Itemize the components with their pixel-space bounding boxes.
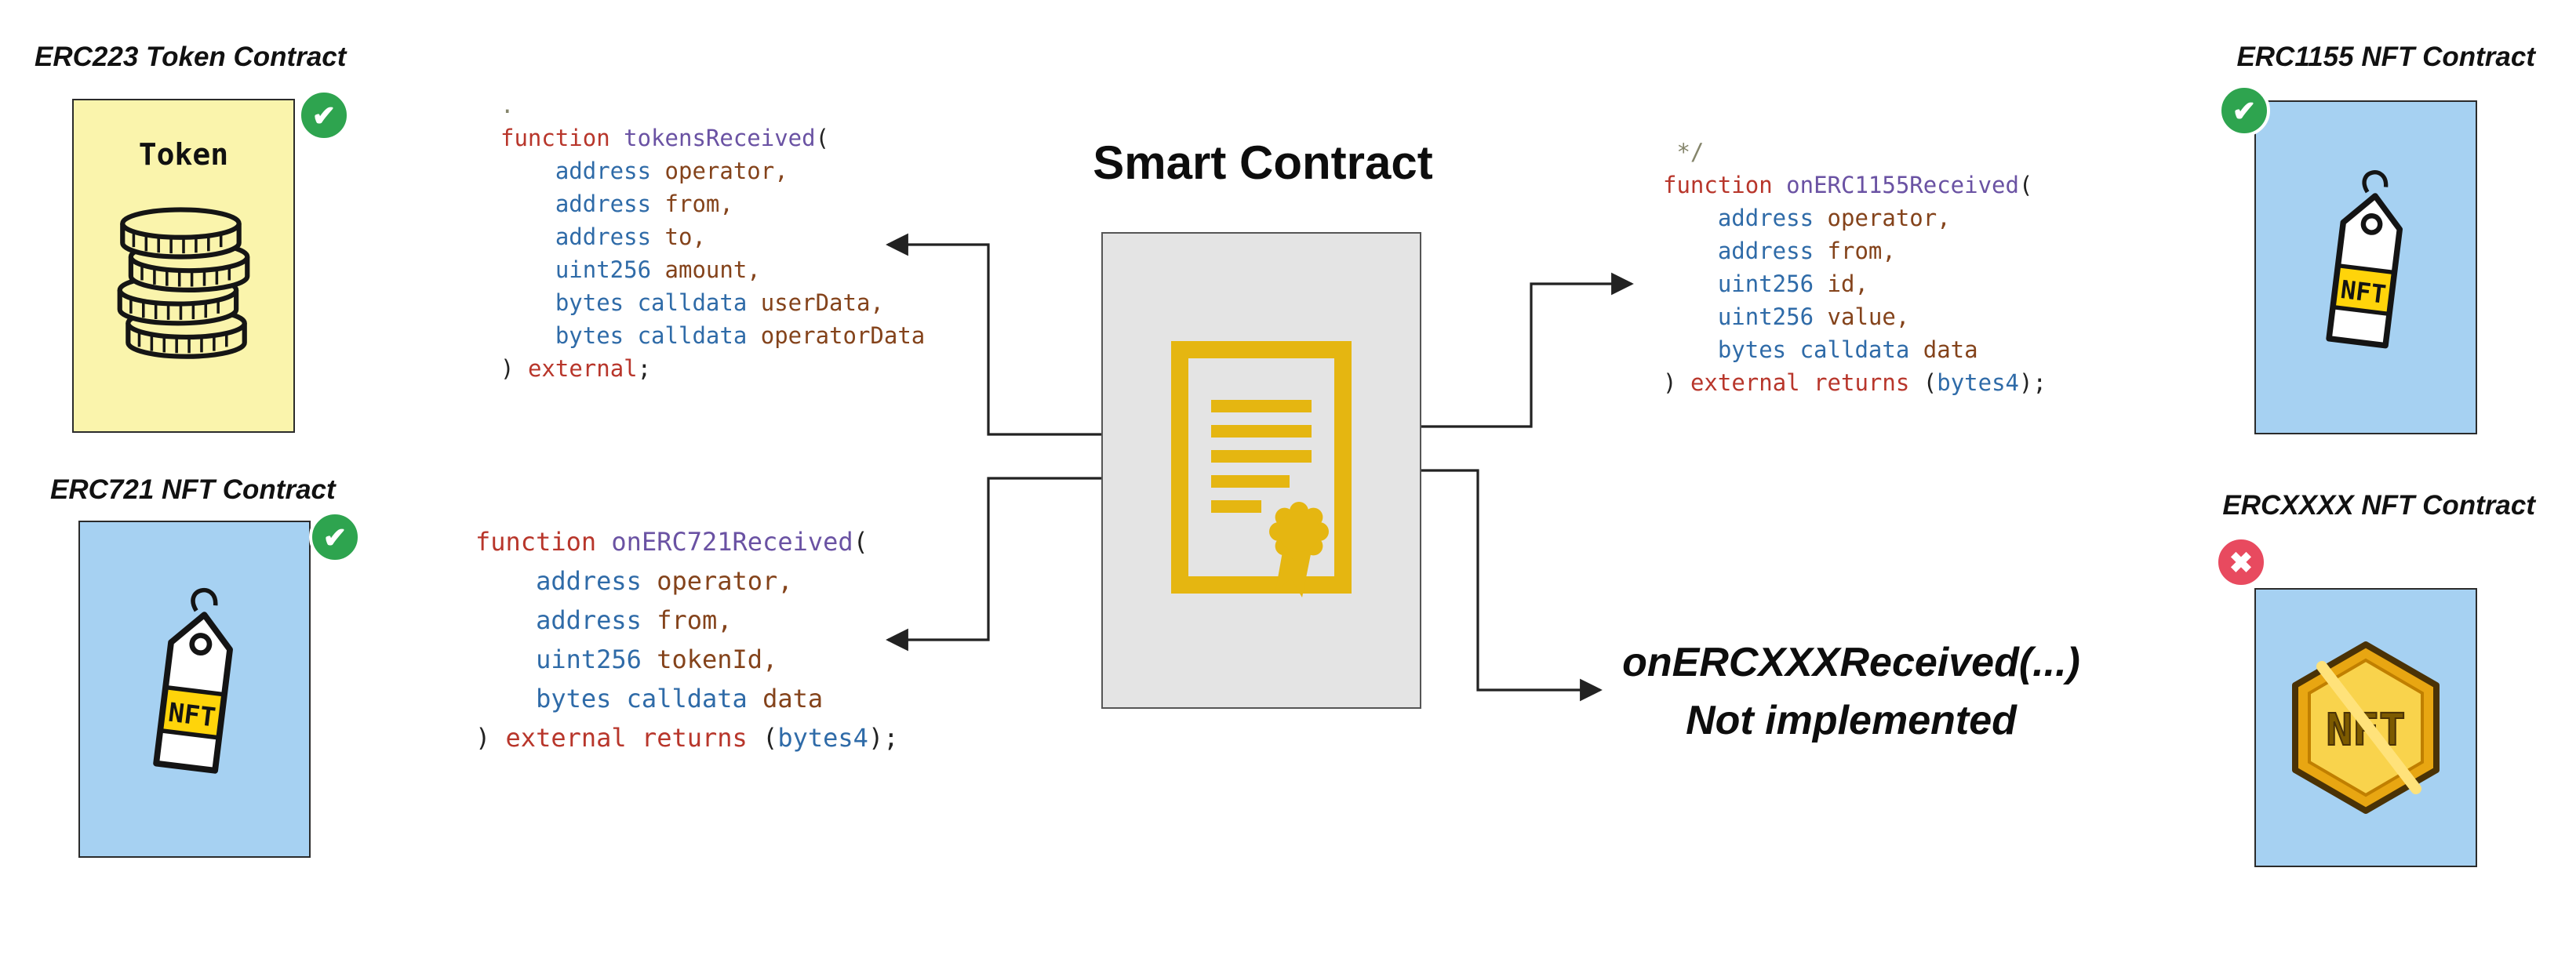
certificate-icon [1171,341,1352,597]
code-line: uint256 tokenId, [536,645,778,674]
arrow-to-erc1155-code [1421,272,1634,428]
arrow-to-erc721-code [886,477,1101,652]
code-line: address from, [536,605,733,635]
code-line: address operator, [536,566,793,596]
code-block-erc223: . function tokensReceived( address operat… [500,91,925,387]
code-line: */ [1663,141,1705,166]
code-line: ) external returns (bytes4); [1663,372,2047,397]
code-block-erc1155: */ function onERC1155Received( address op… [1663,138,2047,401]
card-erc223: Token [72,99,295,433]
code-line: bytes calldata data [1717,339,1978,364]
code-line: ) external returns (bytes4); [475,723,899,753]
code-line: . [500,94,515,119]
smart-contract-box [1101,232,1421,709]
code-line: ) external; [500,358,652,383]
code-line: address to, [555,226,706,251]
label-erc1155-contract: ERC1155 NFT Contract [2236,41,2535,72]
label-ercxxxx-contract: ERCXXXX NFT Contract [2222,489,2535,521]
certificate-seal [1269,502,1329,561]
code-line: function onERC721Received( [475,527,868,557]
erc721-check-icon: ✔ [309,511,361,563]
code-line: uint256 amount, [555,259,761,284]
code-line: address operator, [1717,207,1951,232]
card-ercxxxx: NFT [2254,588,2477,867]
not-implemented-line1: onERCXXXReceived(...) [1622,638,2080,685]
label-erc223-contract: ERC223 Token Contract [35,41,347,72]
card-erc721: NFT [78,521,311,858]
code-line: bytes calldata data [536,684,824,714]
code-line: address from, [555,193,733,218]
nft-shield-icon: NFT [2292,641,2440,814]
erc223-check-icon: ✔ [298,89,350,141]
code-line: address from, [1717,240,1896,265]
code-line: address operator, [555,160,788,185]
code-line: bytes calldata userData, [555,292,884,317]
diagram-title: Smart Contract [1093,138,1433,190]
code-line: function tokensReceived( [500,127,830,152]
label-erc721-contract: ERC721 NFT Contract [50,474,336,505]
code-line: function onERC1155Received( [1663,174,2033,199]
card-erc1155 [2254,100,2477,434]
code-line: bytes calldata operatorData [555,325,926,350]
not-implemented-line2: Not implemented [1686,696,2017,743]
coin-stack-icon [100,185,267,370]
nft-tag-icon: NFT [116,581,273,797]
code-line: uint256 id, [1717,273,1868,298]
erc1155-check-icon: ✔ [2218,85,2270,136]
nft-tag-icon [2290,164,2441,371]
code-line: uint256 value, [1717,306,1910,331]
not-implemented-text: onERCXXXReceived(...) Not implemented [1569,634,2134,750]
code-block-erc721: function onERC721Received( address opera… [475,522,898,757]
ercxxxx-cross-icon: ✖ [2215,536,2267,588]
token-card-title: Token [138,138,229,172]
